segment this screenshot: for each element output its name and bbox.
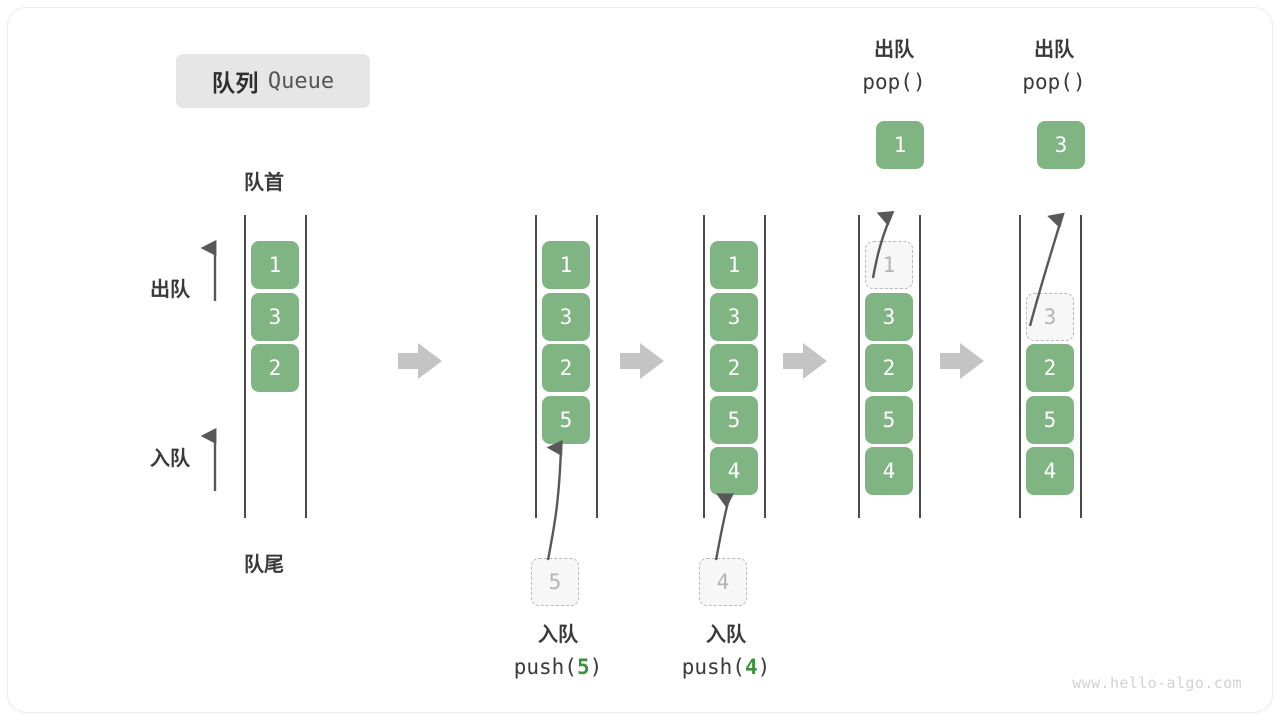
- queue-rail: [703, 215, 705, 518]
- queue-cell: 4: [710, 447, 758, 495]
- queue-cell-ghost: 1: [865, 241, 913, 289]
- queue-rail: [535, 215, 537, 518]
- queue-cell: 1: [251, 241, 299, 289]
- queue-rail: [764, 215, 766, 518]
- popped-element: 1: [876, 121, 924, 169]
- step-arrow-2-3: [620, 343, 664, 379]
- queue-cell: 2: [710, 344, 758, 392]
- push-label-step3-op: 入队: [706, 624, 746, 646]
- push-label-step2-op: 入队: [538, 624, 578, 646]
- pop-label-step5-call: pop(): [1022, 70, 1086, 94]
- pop-label-step4: 出队 pop(): [834, 34, 954, 100]
- push-label-step3: 入队 push(4): [646, 619, 806, 685]
- push-label-step2-call: push(5): [513, 655, 603, 679]
- enqueue-side-label: 入队: [150, 448, 190, 470]
- incoming-element-ghost: 4: [699, 558, 747, 606]
- pop-label-step4-op: 出队: [874, 39, 914, 61]
- queue-cell: 2: [251, 344, 299, 392]
- arrow-overlay: [8, 8, 1272, 561]
- queue-rail: [858, 215, 860, 518]
- queue-rail: [305, 215, 307, 518]
- queue-cell-ghost: 3: [1026, 292, 1074, 341]
- push-motion-arrow-5: [548, 448, 561, 561]
- step-arrow-3-4: [783, 343, 827, 379]
- queue-cell: 4: [865, 447, 913, 495]
- queue-cell: 5: [1026, 395, 1074, 444]
- dequeue-side-label: 出队: [150, 279, 190, 301]
- queue-tail-label: 队尾: [244, 554, 284, 576]
- step-arrow-1-2: [398, 343, 442, 379]
- queue-cell: 3: [251, 292, 299, 341]
- queue-rail: [1080, 215, 1082, 518]
- pop-label-step5-op: 出队: [1034, 39, 1074, 61]
- queue-rail: [1019, 215, 1021, 518]
- title-cn: 队列: [211, 70, 259, 96]
- push-label-step2: 入队 push(5): [478, 619, 638, 685]
- title-badge: 队列 Queue: [176, 54, 370, 108]
- queue-rail: [244, 215, 246, 518]
- queue-cell: 5: [710, 395, 758, 444]
- queue-cell: 2: [865, 344, 913, 392]
- queue-head-label: 队首: [244, 172, 284, 194]
- queue-cell: 1: [710, 241, 758, 289]
- queue-rail: [596, 215, 598, 518]
- title-en: Queue: [267, 68, 335, 94]
- push-label-step3-call: push(4): [681, 655, 771, 679]
- push-motion-arrow-4: [714, 500, 729, 561]
- queue-cell: 5: [542, 395, 590, 444]
- step-arrow-4-5: [940, 343, 984, 379]
- queue-cell: 4: [1026, 447, 1074, 495]
- queue-cell: 1: [542, 241, 590, 289]
- queue-rail: [919, 215, 921, 518]
- queue-cell: 5: [865, 395, 913, 444]
- queue-cell: 2: [542, 344, 590, 392]
- queue-cell: 2: [1026, 344, 1074, 392]
- queue-cell: 3: [542, 292, 590, 341]
- diagram-card: 队列 Queue 队首 队尾 出队 入队 出队 pop() 出队 pop() 入…: [8, 8, 1272, 712]
- pop-label-step4-call: pop(): [862, 70, 926, 94]
- pop-label-step5: 出队 pop(): [994, 34, 1114, 100]
- popped-element: 3: [1037, 121, 1085, 169]
- watermark: www.hello-algo.com: [1072, 674, 1242, 692]
- queue-cell: 3: [865, 292, 913, 341]
- queue-cell: 3: [710, 292, 758, 341]
- incoming-element-ghost: 5: [531, 558, 579, 606]
